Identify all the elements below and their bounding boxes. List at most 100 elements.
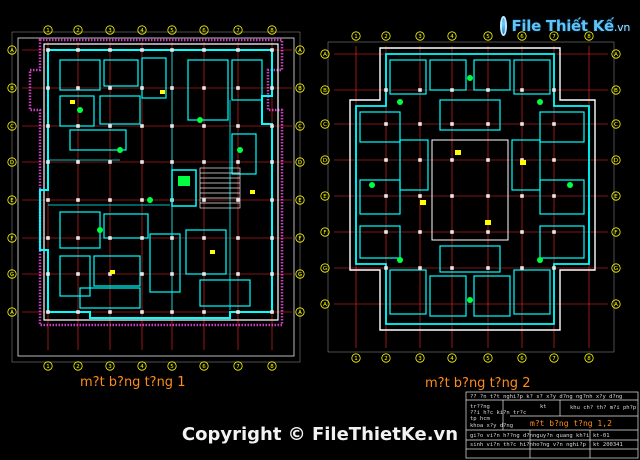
school-line-3: tp hcm	[470, 416, 491, 422]
grid-bubble-p2-right	[611, 85, 621, 95]
grid-bubble-p1-top	[137, 25, 147, 35]
grid-bubble-p1-left	[7, 195, 17, 205]
grid-bubble-p1-left-label: F	[10, 236, 13, 242]
project-name: khu ch? th? m?i ph?p	[570, 405, 636, 411]
grid-bubble-p1-top-label: 2	[76, 28, 80, 34]
grid-bubble-p2-left	[320, 227, 330, 237]
grid-bubble-p1-right	[295, 83, 305, 93]
grid-bubble-p2-left-label: A	[323, 302, 327, 308]
grid-bubble-p2-left-label: C	[323, 122, 327, 128]
grid-bubble-p2-left	[320, 85, 330, 95]
grid-bubble-p1-left	[7, 307, 17, 317]
grid-bubble-p2-top-label: 4	[450, 34, 454, 40]
floor-plan-level-2: m?t b?ng t?ng 2	[327, 41, 615, 391]
grid-bubble-p1-bottom	[199, 361, 209, 371]
grid-bubble-p2-right-label: G	[614, 266, 618, 272]
grid-bubble-p2-left	[320, 49, 330, 59]
grid-bubble-p2-bottom	[483, 353, 493, 363]
brand-logo-icon	[500, 16, 508, 36]
grid-bubble-p2-left-label: G	[323, 266, 327, 272]
grid-bubble-p1-bottom	[137, 361, 147, 371]
row-role-2: sinh vi?n th?c hi?n	[470, 442, 533, 448]
brand-watermark: File Thiết Kế.vn	[500, 14, 630, 38]
grid-bubble-p1-bottom-label: 1	[46, 364, 50, 370]
grid-bubble-p2-right	[611, 263, 621, 273]
grid-bubble-p2-top-label: 3	[418, 34, 422, 40]
grid-bubble-p2-right-label: C	[614, 122, 618, 128]
row-role-1: gi?o vi?n h??ng d?n	[470, 433, 533, 439]
grid-bubble-p1-top	[267, 25, 277, 35]
brand-domain: .vn	[613, 21, 630, 34]
grid-bubble-p2-top	[415, 31, 425, 41]
grid-bubble-p1-left-label: E	[10, 198, 14, 204]
grid-bubble-p1-top-label: 1	[46, 28, 50, 34]
grid-bubble-p1-bottom-label: 7	[236, 364, 240, 370]
grid-bubble-p1-left-label: D	[10, 160, 14, 166]
grid-bubble-p2-right-label: A	[614, 302, 618, 308]
row-name-1: nguy?n quang kh?i	[533, 433, 589, 439]
grid-bubble-p1-left	[7, 157, 17, 167]
grid-bubble-p1-right-label: B	[298, 86, 302, 92]
grid-bubble-p1-right-label: C	[298, 124, 302, 130]
title-block	[465, 391, 639, 459]
grid-bubble-p2-top	[381, 31, 391, 41]
school-line-2: ??i h?c ki?n tr?c	[470, 410, 526, 416]
title-block-header: ?? ?n t?t nghi?p k? s? x?y d?ng ng?nh x?…	[470, 394, 622, 400]
grid-bubble-p1-top-label: 5	[170, 28, 174, 34]
sheet-number: kt	[540, 404, 547, 410]
grid-bubble-p2-left	[320, 191, 330, 201]
grid-bubble-p1-left-label: A	[10, 310, 14, 316]
grid-bubble-p2-top	[517, 31, 527, 41]
grid-bubble-p1-bottom-label: 5	[170, 364, 174, 370]
grid-bubble-p2-bottom-label: 7	[552, 356, 556, 362]
grid-bubble-p2-top	[447, 31, 457, 41]
grid-bubble-p1-top-label: 8	[270, 28, 274, 34]
grid-bubble-p2-top-label: 6	[520, 34, 524, 40]
grid-bubble-p1-right-label: A	[298, 48, 302, 54]
grid-bubble-p2-left	[320, 299, 330, 309]
grid-bubble-p1-right-label: D	[298, 160, 302, 166]
grid-bubble-p2-bottom	[415, 353, 425, 363]
grid-bubble-p2-right-label: A	[614, 52, 618, 58]
grid-bubble-p1-top	[167, 25, 177, 35]
grid-bubble-p2-top-label: 5	[486, 34, 490, 40]
grid-bubble-p2-right	[611, 119, 621, 129]
grid-bubble-p2-bottom-label: 3	[418, 356, 422, 362]
grid-bubble-p1-bottom-label: 3	[108, 364, 112, 370]
grid-bubble-p1-right-label: G	[298, 272, 302, 278]
grid-bubble-p1-left-label: B	[10, 86, 14, 92]
grid-bubble-p2-bottom	[351, 353, 361, 363]
grid-bubble-p2-left-label: F	[323, 230, 326, 236]
grid-bubble-p1-left-label: C	[10, 124, 14, 130]
grid-bubble-p2-right	[611, 49, 621, 59]
grid-bubble-p2-right-label: F	[614, 230, 617, 236]
grid-bubble-p1-right	[295, 157, 305, 167]
grid-bubble-p2-bottom-label: 8	[587, 356, 591, 362]
grid-bubble-p2-top-label: 8	[587, 34, 591, 40]
grid-bubble-p1-bottom-label: 8	[270, 364, 274, 370]
grid-bubble-p1-left-label: G	[10, 272, 14, 278]
grid-bubble-p2-left-label: D	[323, 158, 327, 164]
grid-bubble-p2-bottom	[517, 353, 527, 363]
grid-bubble-p1-left	[7, 45, 17, 55]
grid-bubble-p2-bottom	[584, 353, 594, 363]
grid-bubble-p2-right-label: B	[614, 88, 618, 94]
grid-bubble-p1-right	[295, 307, 305, 317]
grid-bubble-p2-left-label: B	[323, 88, 327, 94]
grid-bubble-p1-bottom	[43, 361, 53, 371]
grid-bubble-p2-left	[320, 155, 330, 165]
grid-bubble-p1-right	[295, 121, 305, 131]
grid-bubble-p1-bottom	[167, 361, 177, 371]
grid-bubble-p2-left	[320, 263, 330, 273]
plan2-title: m?t b?ng t?ng 2	[425, 376, 530, 391]
grid-bubble-p2-top	[549, 31, 559, 41]
grid-bubble-p2-right	[611, 191, 621, 201]
grid-bubble-p1-right	[295, 269, 305, 279]
grid-bubble-p1-bottom	[73, 361, 83, 371]
grid-bubble-p1-bottom-label: 4	[140, 364, 144, 370]
grid-bubble-p2-right-label: D	[614, 158, 618, 164]
grid-bubble-p1-top	[199, 25, 209, 35]
grid-bubble-p2-top-label: 1	[354, 34, 358, 40]
grid-bubble-p1-left	[7, 269, 17, 279]
